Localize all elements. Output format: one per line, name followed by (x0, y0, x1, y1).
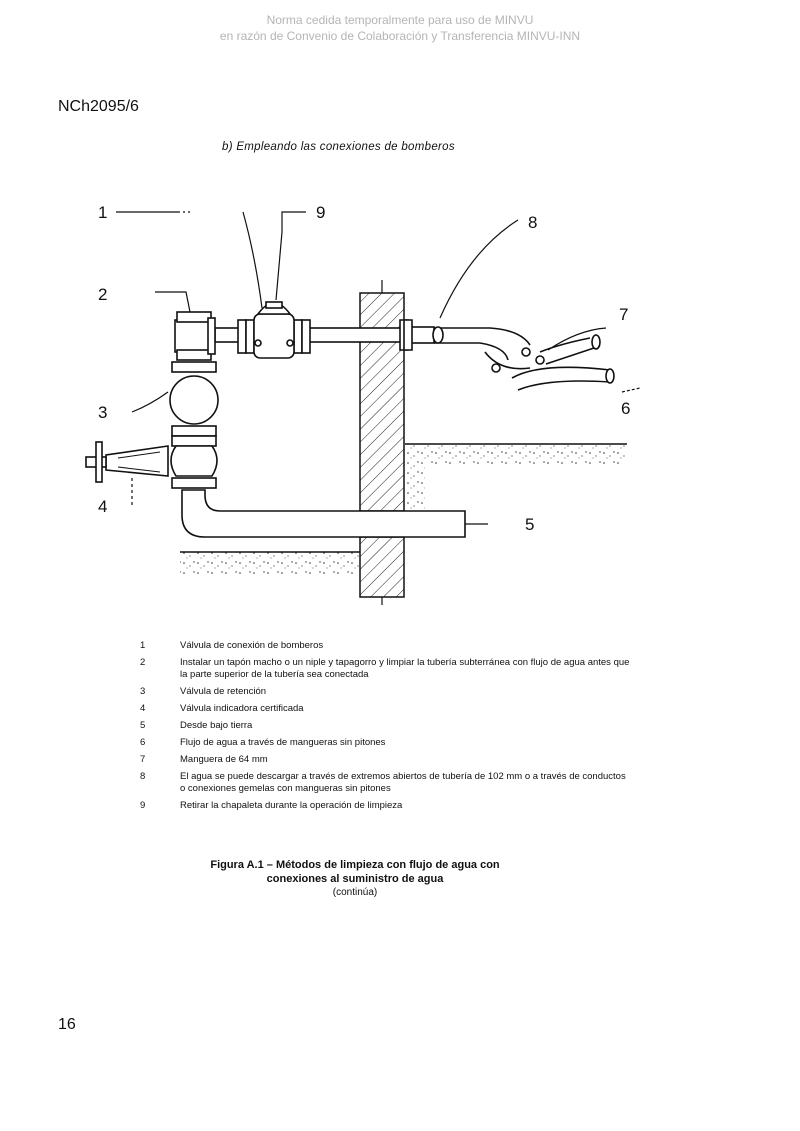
legend-item: 5 Desde bajo tierra (140, 720, 630, 732)
legend-number: 6 (140, 737, 146, 748)
legend-number: 1 (140, 640, 146, 651)
soil-right (405, 444, 627, 464)
fire-hoses (432, 326, 615, 391)
concrete-wall-lower (359, 536, 405, 598)
indicator-valve-body (170, 445, 218, 477)
piping-diagram: 1 2 3 4 5 6 7 8 9 (85, 203, 641, 605)
legend-item: 4 Válvula indicadora certificada (140, 703, 630, 715)
caption-line-1: Figura A.1 – Métodos de limpieza con flu… (210, 859, 500, 871)
callout-8: 8 (528, 213, 537, 232)
check-valve-9-body (253, 313, 295, 359)
soil-below-ground (405, 464, 425, 514)
callout-7: 7 (619, 305, 628, 324)
figure-caption: Figura A.1 – Métodos de limpieza con flu… (160, 858, 550, 900)
flange-indicator-top (171, 435, 217, 447)
flange-tee-right (207, 317, 216, 355)
figure-subtitle: b) Empleando las conexiones de bomberos (222, 141, 455, 153)
legend-text: Válvula de retención (180, 686, 267, 697)
legend-text: Manguera de 64 mm (180, 754, 268, 765)
legend-text: Instalar un tapón macho o un niple y tap… (180, 657, 630, 680)
legend-item: 9 Retirar la chapaleta durante la operaci… (140, 800, 630, 812)
legend-number: 5 (140, 720, 146, 731)
legend-text: Desde bajo tierra (180, 720, 253, 731)
flange-valve-d (301, 319, 311, 354)
tee-cap-top (176, 311, 212, 323)
legend-text: El agua se puede descargar a través de e… (180, 771, 626, 794)
caption-line-2: conexiones al suministro de agua (266, 873, 444, 885)
legend-item: 2 Instalar un tapón macho o un niple y ta… (140, 657, 630, 681)
legend-item: 6 Flujo de agua a través de mangueras sin… (140, 737, 630, 749)
legend-text: Retirar la chapaleta durante la operació… (180, 800, 403, 811)
watermark-line-1: Norma cedida temporalmente para uso de M… (266, 13, 534, 27)
flange-indicator-bottom (171, 477, 217, 489)
callout-labels: 1 2 3 4 5 6 7 8 9 (98, 203, 630, 534)
callout-1: 1 (98, 203, 107, 222)
callout-4: 4 (98, 497, 107, 516)
hose-upper-right (539, 337, 591, 353)
leader-lines (116, 211, 641, 525)
watermark: Norma cedida temporalmente para uso de M… (0, 12, 800, 44)
hose-upper-left (434, 327, 531, 346)
soil-left (180, 552, 360, 574)
legend-number: 8 (140, 771, 146, 782)
callout-9: 9 (316, 203, 325, 222)
pipe-buried-elbow (181, 489, 466, 538)
hose-nozzle-6 (605, 368, 615, 384)
callout-3: 3 (98, 403, 107, 422)
callout-5: 5 (525, 515, 534, 534)
legend-number: 2 (140, 657, 146, 668)
flange-check-bottom (171, 425, 217, 437)
legend-number: 3 (140, 686, 146, 697)
hose-siamese-left (484, 351, 531, 370)
legend-item: 7 Manguera de 64 mm (140, 754, 630, 766)
flange-valve-a (237, 319, 247, 354)
legend-item: 3 Válvula de retención (140, 686, 630, 698)
tee-cap-bottom (176, 349, 212, 361)
document-code: NCh2095/6 (58, 98, 139, 115)
legend-number: 4 (140, 703, 146, 714)
legend-number: 7 (140, 754, 146, 765)
check-valve-3 (169, 375, 219, 425)
flange-valve-b (245, 319, 255, 354)
figure-legend: 1 Válvula de conexión de bomberos 2 Instal… (140, 640, 630, 817)
watermark-line-2: en razón de Convenio de Colaboración y T… (219, 29, 581, 43)
hose-lower-right (511, 366, 611, 379)
legend-item: 1 Válvula de conexión de bomberos (140, 640, 630, 652)
page-number: 16 (58, 1016, 76, 1033)
legend-text: Válvula indicadora certificada (180, 703, 304, 714)
legend-text: Flujo de agua a través de mangueras sin … (180, 737, 386, 748)
callout-2: 2 (98, 285, 107, 304)
wall-flange-right (403, 319, 413, 351)
caption-continued: (continúa) (332, 887, 378, 898)
legend-item: 8 El agua se puede descargar a través de … (140, 771, 630, 795)
flange-check-top (171, 361, 217, 373)
flange-valve-c (293, 319, 303, 354)
legend-number: 9 (140, 800, 146, 811)
hose-nozzle-7 (591, 334, 601, 350)
callout-6: 6 (621, 399, 630, 418)
legend-text: Válvula de conexión de bomberos (180, 640, 324, 651)
concrete-wall-upper (359, 292, 405, 512)
